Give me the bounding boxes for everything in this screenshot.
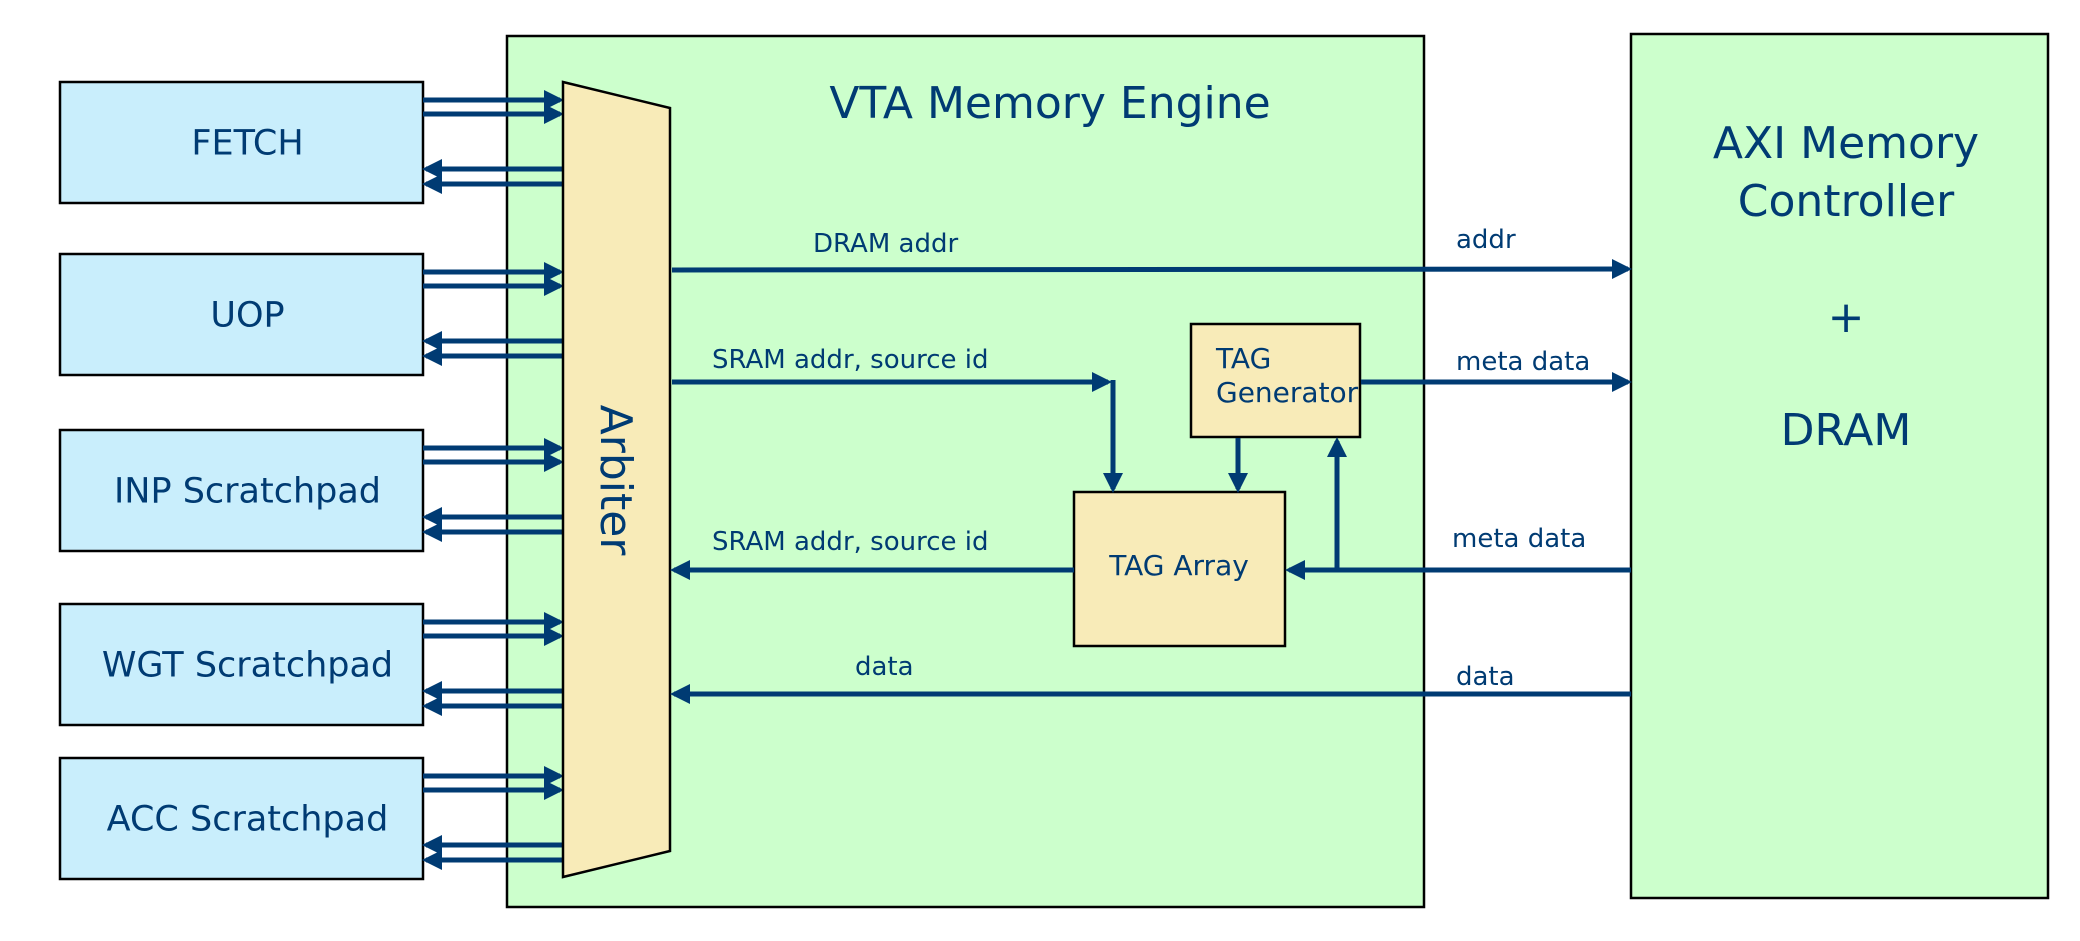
inp-label: INP Scratchpad xyxy=(114,472,381,512)
tag-generator-label-2: Generator xyxy=(1216,376,1359,409)
sram-addr-return-label: SRAM addr, source id xyxy=(712,527,989,557)
acc-label: ACC Scratchpad xyxy=(107,800,389,840)
uop-box xyxy=(58,252,425,377)
engine-title: VTA Memory Engine xyxy=(829,78,1270,129)
axi-line-1: AXI Memory xyxy=(1713,118,1979,169)
client-block-fetch: FETCH xyxy=(58,80,564,205)
fetch-label: FETCH xyxy=(191,124,303,164)
dram-addr-wire xyxy=(671,259,1632,280)
arbiter-label: Arbiter xyxy=(590,405,641,557)
client-block-inp: INP Scratchpad xyxy=(58,428,564,553)
meta-data-in-label: meta data xyxy=(1452,524,1586,554)
wgt-label: WGT Scratchpad xyxy=(102,646,393,686)
client-block-uop: UOP xyxy=(58,252,564,377)
tag-generator-block xyxy=(1189,322,1362,439)
data-in-label: data xyxy=(1456,662,1515,692)
dram-addr-label: DRAM addr xyxy=(813,229,958,259)
axi-line-dram: DRAM xyxy=(1781,405,1912,456)
data-internal-label: data xyxy=(855,652,914,682)
meta-data-out-label: meta data xyxy=(1456,347,1590,377)
tag-array-block xyxy=(1072,490,1287,648)
tag-array-label: TAG Array xyxy=(1108,549,1249,582)
client-block-wgt: WGT Scratchpad xyxy=(58,602,564,727)
axi-plus: + xyxy=(1828,292,1865,343)
addr-label: addr xyxy=(1456,225,1516,255)
axi-line-2: Controller xyxy=(1738,176,1955,227)
acc-box xyxy=(58,756,425,881)
tag-generator-label-1: TAG xyxy=(1215,342,1271,375)
client-block-acc: ACC Scratchpad xyxy=(58,756,564,881)
axi-memory-controller-box xyxy=(1629,32,2050,900)
uop-label: UOP xyxy=(210,296,284,336)
wgt-box xyxy=(58,602,425,727)
inp-box xyxy=(58,428,425,553)
sram-addr-out-label: SRAM addr, source id xyxy=(712,345,989,375)
fetch-box xyxy=(58,80,425,205)
arbiter-block xyxy=(561,80,672,879)
